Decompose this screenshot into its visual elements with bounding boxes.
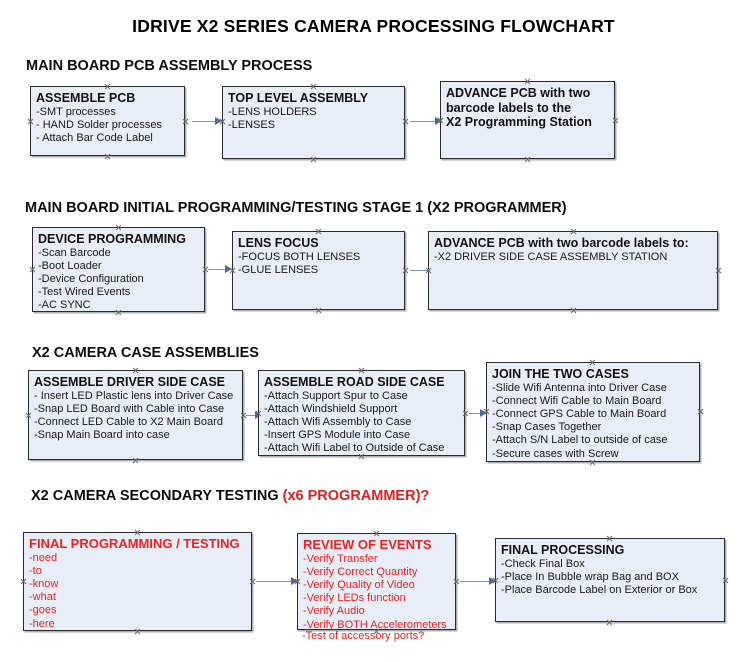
box-advance-pcb-station-title-line-3: X2 Programming Station bbox=[446, 115, 592, 129]
box-assemble-road-side-case-line-3: -Attach Wifi Assembly to Case bbox=[264, 415, 412, 428]
box-review-of-events-line-3: -Verify Quality of Video bbox=[303, 578, 415, 591]
box-final-programming-testing-line-1: -need bbox=[29, 551, 58, 564]
box-review-of-events-overflow-line: -Test of accessory ports? bbox=[302, 630, 425, 642]
box-final-programming-testing-title: FINAL PROGRAMMING / TESTING bbox=[29, 536, 240, 551]
box-final-processing-line-1: -Check Final Box bbox=[501, 557, 585, 570]
section-heading-3-text: X2 CAMERA CASE ASSEMBLIES bbox=[32, 345, 259, 361]
box-review-of-events-line-1: -Verify Transfer bbox=[303, 552, 378, 565]
box-assemble-driver-side-case-line-4: -Snap Main Board into case bbox=[34, 429, 170, 442]
box-advance-pcb-station-title-line-2: barcode labels to the bbox=[446, 100, 572, 115]
arrow-shaft bbox=[256, 581, 292, 583]
box-final-processing[interactable]: FINAL PROCESSING -Check Final Box -Place… bbox=[495, 538, 725, 622]
box-advance-pcb-driver-station[interactable]: ADVANCE PCB with two barcode labels to: … bbox=[428, 231, 718, 310]
section-heading-2-text: MAIN BOARD INITIAL PROGRAMMING/TESTING S… bbox=[25, 200, 567, 216]
box-lens-focus-title: LENS FOCUS bbox=[238, 236, 319, 250]
box-final-programming-testing[interactable]: FINAL PROGRAMMING / TESTING -need -to -k… bbox=[23, 532, 252, 631]
arrow-shaft bbox=[192, 121, 216, 123]
box-final-processing-line-2: -Place In Bubble wrap Bag and BOX bbox=[501, 570, 679, 583]
box-device-programming-line-3: -Device Configuration bbox=[38, 272, 144, 285]
box-device-programming-line-2: -Boot Loader bbox=[38, 259, 102, 272]
box-top-level-assembly-line-1: -LENS HOLDERS bbox=[228, 105, 317, 118]
section-heading-4: X2 CAMERA SECONDARY TESTING (x6 PROGRAMM… bbox=[31, 488, 429, 504]
box-advance-pcb-driver-station-title: ADVANCE PCB with two barcode labels to: bbox=[434, 236, 689, 250]
box-join-the-two-cases-title: JOIN THE TWO CASES bbox=[492, 367, 629, 381]
box-assemble-pcb-line-3: - Attach Bar Code Label bbox=[36, 131, 153, 144]
box-join-the-two-cases-line-5: -Attach S/N Label to outside of case bbox=[492, 434, 668, 447]
arrow-shaft bbox=[246, 415, 256, 417]
box-lens-focus-line-2: -GLUE LENSES bbox=[238, 263, 319, 276]
section-heading-4-red-text: (x6 PROGRAMMER)? bbox=[282, 488, 430, 504]
box-assemble-road-side-case-line-2: -Attach Windshield Support bbox=[264, 402, 398, 415]
box-join-the-two-cases-line-2: -Connect Wifi Cable to Main Board bbox=[492, 394, 662, 407]
box-assemble-driver-side-case-line-2: -Snap LED Board with Cable into Case bbox=[34, 402, 225, 415]
box-assemble-road-side-case-line-1: -Attach Support Spur to Case bbox=[264, 389, 408, 402]
box-advance-pcb-driver-station-line-1: -X2 DRIVER SIDE CASE ASSEMBLY STATION bbox=[434, 250, 668, 263]
box-device-programming-line-5: -AC SYNC bbox=[38, 299, 91, 312]
arrow-shaft bbox=[460, 581, 490, 583]
box-final-programming-testing-line-3: -know bbox=[29, 577, 59, 590]
box-device-programming[interactable]: DEVICE PROGRAMMING -Scan Barcode -Boot L… bbox=[32, 227, 205, 312]
box-final-programming-testing-line-2: -to bbox=[29, 564, 42, 577]
arrow-deviceprog-to-lensfocus bbox=[208, 265, 232, 274]
box-assemble-driver-side-case[interactable]: ASSEMBLE DRIVER SIDE CASE - Insert LED P… bbox=[28, 370, 243, 460]
box-assemble-road-side-case[interactable]: ASSEMBLE ROAD SIDE CASE -Attach Support … bbox=[258, 370, 465, 456]
arrow-head-icon bbox=[215, 117, 222, 125]
arrow-finalprog-to-review bbox=[256, 577, 298, 586]
box-lens-focus-line-1: -FOCUS BOTH LENSES bbox=[238, 250, 361, 263]
box-assemble-road-side-case-title: ASSEMBLE ROAD SIDE CASE bbox=[264, 375, 445, 389]
arrow-pcb-to-toplevel bbox=[192, 117, 222, 126]
box-final-programming-testing-line-4: -what bbox=[29, 591, 56, 604]
box-join-the-two-cases-line-4: -Snap Cases Together bbox=[492, 421, 602, 434]
box-join-the-two-cases-line-1: -Slide Wifi Antenna into Driver Case bbox=[492, 381, 667, 394]
box-device-programming-title: DEVICE PROGRAMMING bbox=[38, 232, 186, 246]
box-join-the-two-cases[interactable]: JOIN THE TWO CASES -Slide Wifi Antenna i… bbox=[486, 362, 700, 462]
box-final-processing-line-3: -Place Barcode Label on Exterior or Box bbox=[501, 583, 698, 596]
box-review-of-events-title: REVIEW OF EVENTS bbox=[303, 537, 432, 552]
section-heading-1: MAIN BOARD PCB ASSEMBLY PROCESS bbox=[26, 58, 312, 74]
section-heading-1-text: MAIN BOARD PCB ASSEMBLY PROCESS bbox=[26, 58, 313, 74]
box-review-of-events-line-2: -Verify Correct Quantity bbox=[303, 565, 418, 578]
box-assemble-pcb-title: ASSEMBLE PCB bbox=[36, 91, 136, 105]
box-assemble-pcb-line-1: -SMT processes bbox=[36, 105, 116, 118]
arrow-shaft bbox=[410, 121, 436, 123]
section-heading-3: X2 CAMERA CASE ASSEMBLIES bbox=[32, 345, 259, 361]
box-lens-focus[interactable]: LENS FOCUS -FOCUS BOTH LENSES -GLUE LENS… bbox=[232, 231, 405, 310]
box-final-processing-title: FINAL PROCESSING bbox=[501, 543, 625, 557]
box-top-level-assembly[interactable]: TOP LEVEL ASSEMBLY -LENS HOLDERS -LENSES bbox=[222, 86, 405, 159]
page-title: IDRIVE X2 SERIES CAMERA PROCESSING FLOWC… bbox=[132, 16, 615, 36]
section-heading-2: MAIN BOARD INITIAL PROGRAMMING/TESTING S… bbox=[25, 200, 567, 216]
box-join-the-two-cases-line-6: -Secure cases with Screw bbox=[492, 447, 619, 460]
box-top-level-assembly-line-2: -LENSES bbox=[228, 118, 276, 131]
box-top-level-assembly-title: TOP LEVEL ASSEMBLY bbox=[228, 91, 369, 105]
arrow-roadside-to-join bbox=[469, 409, 487, 418]
box-assemble-driver-side-case-title: ASSEMBLE DRIVER SIDE CASE bbox=[34, 375, 226, 389]
box-assemble-pcb[interactable]: ASSEMBLE PCB -SMT processes - HAND Solde… bbox=[30, 86, 185, 156]
box-join-the-two-cases-line-3: -Connect GPS Cable to Main Board bbox=[492, 407, 667, 420]
box-final-programming-testing-line-6: -here bbox=[29, 617, 55, 630]
arrow-shaft bbox=[208, 269, 226, 271]
box-device-programming-line-1: -Scan Barcode bbox=[38, 246, 111, 259]
box-assemble-road-side-case-line-5: -Attach Wifi Label to Outside of Case bbox=[264, 442, 445, 455]
box-device-programming-line-4: -Test Wired Events bbox=[38, 286, 131, 299]
box-assemble-road-side-case-line-4: -Insert GPS Module into Case bbox=[264, 429, 411, 442]
box-assemble-pcb-line-2: - HAND Solder processes bbox=[36, 118, 162, 131]
box-assemble-driver-side-case-line-1: - Insert LED Plastic lens into Driver Ca… bbox=[34, 389, 234, 402]
box-advance-pcb-station-title-line-1: ADVANCE PCB with two bbox=[446, 86, 591, 100]
box-review-of-events-line-6: -Verify BOTH Accelerometers bbox=[303, 618, 447, 631]
arrow-shaft bbox=[469, 413, 481, 415]
box-review-of-events-line-4: -Verify LEDs function bbox=[303, 592, 406, 605]
box-advance-pcb-station[interactable]: ADVANCE PCB with two barcode labels to t… bbox=[440, 81, 615, 159]
arrow-review-to-finalprocessing bbox=[460, 577, 496, 586]
box-review-of-events[interactable]: REVIEW OF EVENTS -Verify Transfer -Verif… bbox=[297, 533, 456, 631]
box-review-of-events-line-5: -Verify Audio bbox=[303, 605, 365, 618]
box-final-programming-testing-line-5: -goes bbox=[29, 604, 57, 617]
section-heading-4-text: X2 CAMERA SECONDARY TESTING bbox=[31, 488, 283, 504]
box-assemble-driver-side-case-line-3: -Connect LED Cable to X2 Main Board bbox=[34, 415, 223, 428]
arrow-toplevel-to-advance bbox=[410, 117, 442, 126]
arrow-head-icon bbox=[225, 265, 232, 273]
